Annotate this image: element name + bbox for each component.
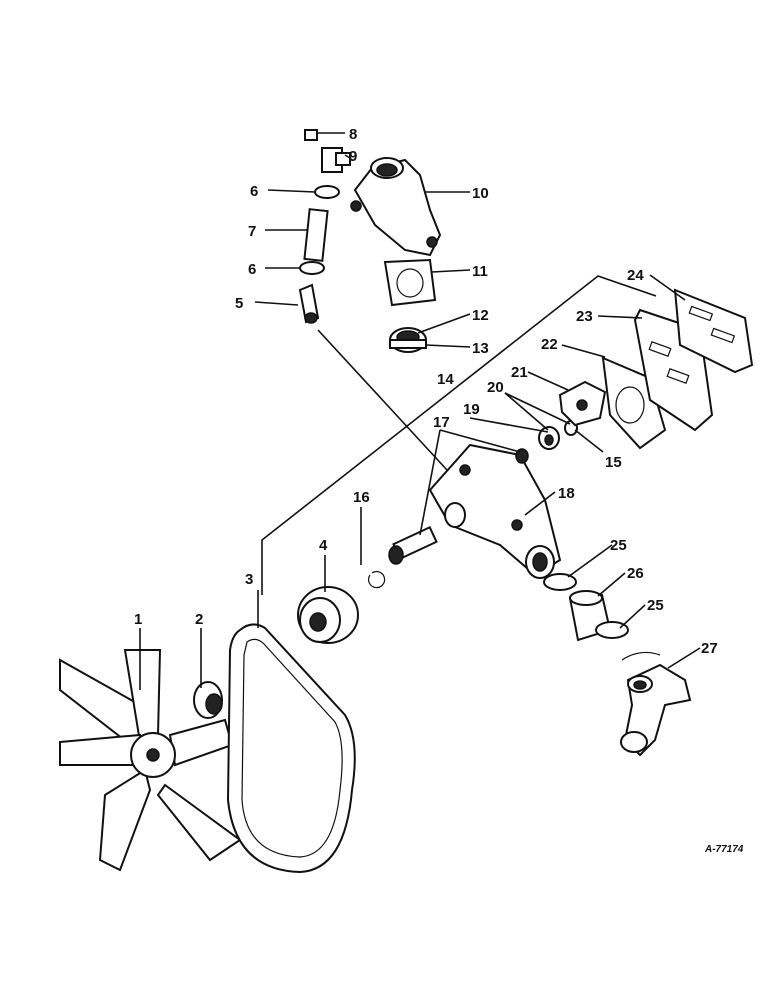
callout-16: 16	[353, 489, 370, 506]
callout-20: 20	[487, 379, 504, 396]
callout-9: 9	[349, 148, 357, 165]
callout-18: 18	[558, 485, 575, 502]
fan-pulley-part	[297, 586, 359, 644]
callout-19: 19	[463, 401, 480, 418]
thermostat-housing-part	[350, 157, 442, 257]
callout-2: 2	[195, 611, 203, 628]
callout-22: 22	[541, 336, 558, 353]
thermostat-gasket-part	[383, 258, 437, 307]
callout-3: 3	[245, 571, 253, 588]
callout-13: 13	[472, 340, 489, 357]
tee-fitting-part	[321, 147, 351, 173]
fan-belt-part	[226, 623, 356, 874]
assembly-bracket-14	[261, 275, 657, 595]
callout-7: 7	[248, 223, 256, 240]
elbow-fitting-part	[298, 283, 320, 324]
callout-5: 5	[235, 295, 243, 312]
leader-lines	[139, 132, 701, 690]
callout-labels: 1 2 3 4 5 6 6 7 8 9 10 11 12 13 14 15 16…	[134, 126, 718, 657]
bypass-hose-part	[303, 208, 329, 262]
callout-10: 10	[472, 185, 489, 202]
fan-spacer-part	[193, 681, 223, 719]
pump-seal-part	[538, 426, 560, 450]
callout-6-upper: 6	[250, 183, 258, 200]
pump-shaft-part	[388, 525, 438, 565]
impeller-part	[558, 380, 607, 427]
assembly-path-line	[317, 329, 448, 471]
drain-cock-part	[304, 129, 318, 141]
callout-25-upper: 25	[610, 537, 627, 554]
fan-part	[59, 649, 242, 872]
callout-14: 14	[437, 371, 454, 388]
pump-back-plate-part	[673, 288, 754, 374]
callout-12: 12	[472, 307, 489, 324]
callout-6-lower: 6	[248, 261, 256, 278]
reference-number: A-77174	[704, 844, 744, 855]
callout-21: 21	[511, 364, 528, 381]
callout-8: 8	[349, 126, 357, 143]
callout-26: 26	[627, 565, 644, 582]
callout-4: 4	[319, 537, 328, 554]
callout-23: 23	[576, 308, 593, 325]
callout-25-lower: 25	[647, 597, 664, 614]
callout-15: 15	[605, 454, 622, 471]
callout-17: 17	[433, 414, 450, 431]
thermostat-part	[389, 327, 427, 353]
callout-11: 11	[472, 263, 488, 280]
callout-27: 27	[701, 640, 718, 657]
hose-clamp-outlet-upper-part	[543, 573, 577, 591]
water-outlet-elbow-part	[620, 651, 692, 757]
hose-clamp-upper-part	[314, 185, 340, 199]
hose-clamp-lower-part	[299, 261, 325, 275]
callout-24: 24	[627, 267, 644, 284]
water-pump-body-part	[428, 443, 562, 579]
callout-1: 1	[134, 611, 142, 628]
snap-ring-part	[367, 570, 386, 589]
hose-clamp-outlet-lower-part	[595, 621, 629, 639]
